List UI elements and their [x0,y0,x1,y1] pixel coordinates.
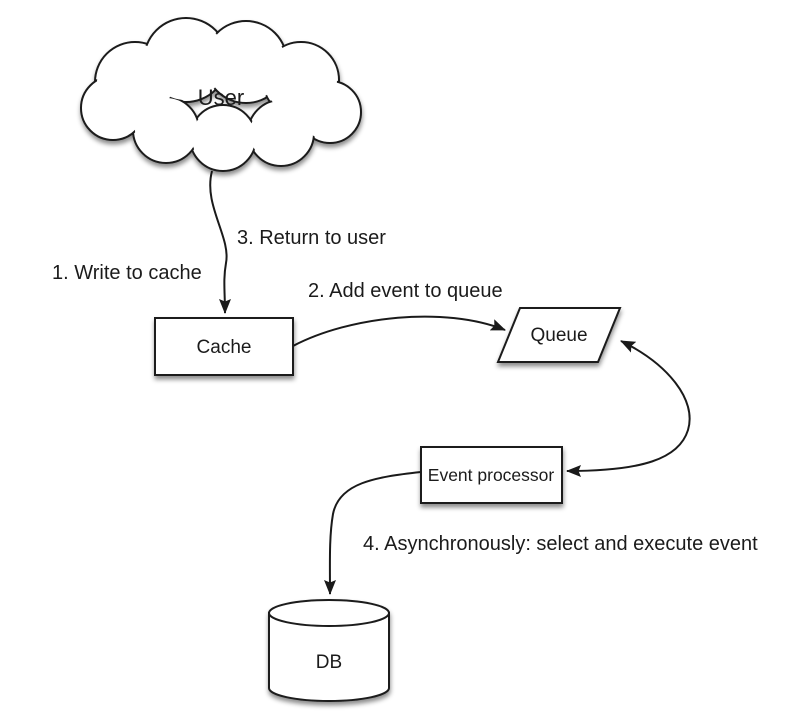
db-node-label: DB [316,652,342,673]
event-processor-node-label: Event processor [428,465,555,485]
db-node [268,599,390,702]
cache-node [154,317,294,376]
edge-user-to-cache [209,170,231,314]
cloud-shape [80,17,362,172]
step2-add-event-to-queue-label: 2. Add event to queue [308,280,503,302]
user-cloud-label: User [198,85,244,110]
step1-write-to-cache-label: 1. Write to cache [52,262,202,284]
edge-event-processor-to-db [323,471,422,595]
queue-node [496,307,622,363]
step3-return-to-user-label: 3. Return to user [237,227,386,249]
edge-cache-to-queue [292,315,506,347]
cache-node-label: Cache [197,337,252,358]
edge-queue-event-processor-double-arrow [566,340,691,477]
edges-layer [209,170,691,595]
user-cloud-node [80,17,362,172]
step4-asynchronously-label: 4. Asynchronously: select and execute ev… [363,533,758,555]
queue-node-label: Queue [530,325,587,346]
event-processor-node [420,446,563,504]
